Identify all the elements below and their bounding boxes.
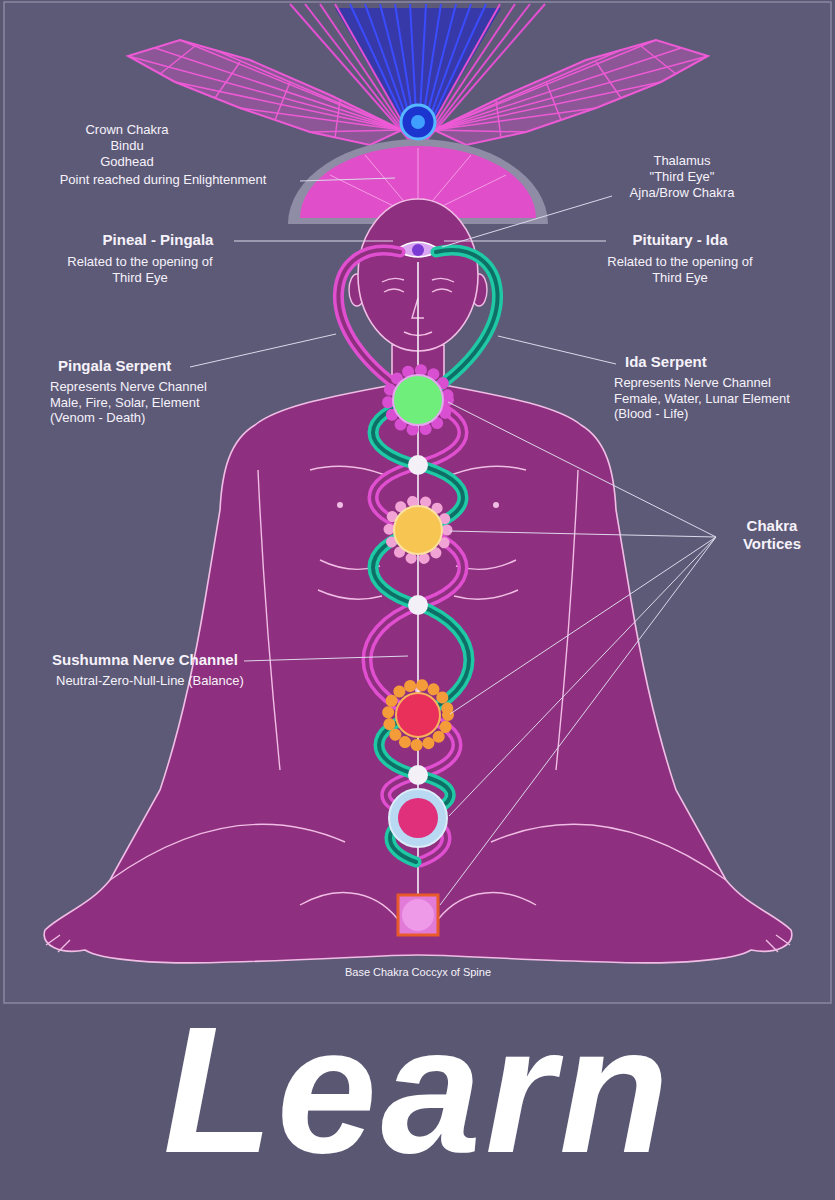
chakra-petals — [389, 501, 447, 559]
wing — [434, 40, 708, 145]
chakra-note: Point reached during Enlightenment — [60, 172, 267, 188]
gland-label: Thalamus — [653, 153, 710, 169]
wing — [128, 40, 402, 145]
bindu-circle — [401, 105, 435, 139]
sacral-chakra — [396, 693, 440, 737]
gland-heading: Pineal - Pingala — [103, 231, 214, 249]
gland-label: "Third Eye" — [650, 169, 715, 185]
chakra-label: Godhead — [100, 154, 154, 170]
chakra-dot — [408, 765, 428, 785]
chakra-label: Ajna/Brow Chakra — [630, 185, 735, 201]
chakra-dot — [408, 595, 428, 615]
serpent-note: Represents Nerve Channel Female, Water, … — [614, 375, 809, 422]
serpent-heading: Ida Serpent — [625, 353, 707, 371]
serpent-note: Represents Nerve Channel Male, Fire, Sol… — [50, 379, 240, 426]
third-eye-iris — [412, 244, 424, 256]
chakra-ring — [389, 789, 447, 847]
chakra-heading: Chakra Vortices — [722, 517, 822, 553]
serpent-heading: Pingala Serpent — [58, 357, 171, 375]
channel-heading: Sushumna Nerve Channel — [52, 651, 238, 669]
leader-lines — [190, 178, 716, 905]
bindu-center — [411, 115, 425, 129]
banner-title: Learn — [163, 1000, 673, 1180]
chakra-petals — [388, 370, 448, 430]
gland-note: Related to the opening of Third Eye — [60, 254, 220, 285]
gland-note: Related to the opening of Third Eye — [600, 254, 760, 285]
base-chakra — [402, 899, 434, 931]
nipple — [337, 502, 343, 508]
chakra-label: Crown Chakra — [85, 122, 168, 138]
base-square — [398, 895, 438, 935]
ida-snake — [373, 250, 498, 862]
chakra-petals — [388, 685, 448, 745]
base-label: Base Chakra Coccyx of Spine — [345, 966, 491, 979]
frame — [4, 2, 831, 1003]
chakra-label: Bindu — [110, 138, 143, 154]
chakra-dot — [408, 455, 428, 475]
root-chakra — [398, 798, 438, 838]
solar-chakra — [394, 506, 442, 554]
nipple — [493, 502, 499, 508]
gland-heading: Pituitary - Ida — [632, 231, 727, 249]
channel-note: Neutral-Zero-Null-Line (Balance) — [56, 673, 244, 689]
heart-chakra — [393, 375, 443, 425]
